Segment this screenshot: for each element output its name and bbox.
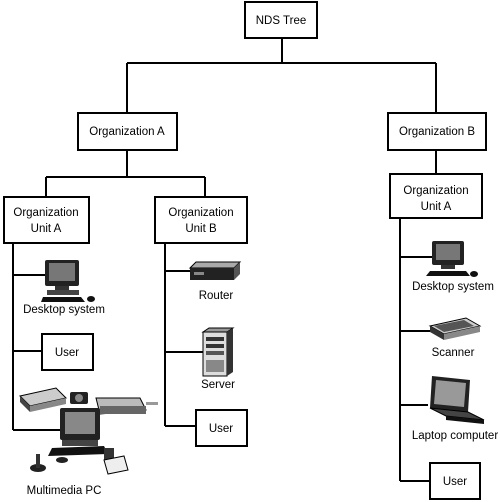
org-a-label: Organization A: [89, 126, 165, 138]
org-a-unit-b-user-node: User: [195, 409, 248, 447]
router-icon: [188, 261, 242, 280]
org-a-unit-b-router-label: Router: [199, 290, 234, 302]
org-a-unit-a-line1: Organization: [13, 207, 78, 219]
org-a-unit-b-user-label: User: [209, 423, 233, 435]
multimedia-pc-icon: [19, 387, 158, 475]
org-a-unit-a-user-label: User: [55, 347, 79, 359]
org-a-unit-b-line2: Unit B: [185, 223, 217, 235]
laptop-computer-icon: [429, 376, 485, 424]
org-a-unit-a-line2: Unit A: [31, 223, 62, 235]
org-b-unit-a-laptop-label: Laptop computer: [412, 430, 498, 442]
org-b-unit-a-user-label: User: [443, 476, 467, 488]
org-a-unit-a-multimedia-label: Multimedia PC: [27, 485, 102, 497]
server-icon: [201, 327, 235, 377]
root-label: NDS Tree: [256, 15, 307, 27]
org-b-unit-a-node: Organization Unit A: [389, 173, 483, 219]
org-a-unit-b-line1: Organization: [168, 207, 233, 219]
org-b-unit-a-scanner-label: Scanner: [432, 347, 475, 359]
org-b-unit-a-user-node: User: [429, 462, 481, 500]
desktop-computer-icon: [426, 241, 478, 277]
org-a-unit-a-node: Organization Unit A: [3, 196, 90, 244]
root-node: NDS Tree: [244, 1, 318, 39]
org-b-unit-a-desktop-label: Desktop system: [412, 281, 494, 293]
org-a-unit-a-user-node: User: [41, 333, 94, 371]
org-a-unit-b-server-label: Server: [201, 379, 235, 391]
org-b-unit-a-line2: Unit A: [421, 201, 452, 213]
org-b-label: Organization B: [399, 126, 475, 138]
connector-lines: [12, 38, 437, 482]
org-b-node: Organization B: [387, 112, 487, 151]
org-a-unit-a-desktop-label: Desktop system: [23, 304, 105, 316]
scanner-icon: [428, 317, 482, 340]
org-b-unit-a-line1: Organization: [403, 185, 468, 197]
org-a-unit-b-node: Organization Unit B: [154, 196, 248, 244]
desktop-computer-icon: [41, 260, 95, 302]
org-a-node: Organization A: [77, 112, 178, 151]
